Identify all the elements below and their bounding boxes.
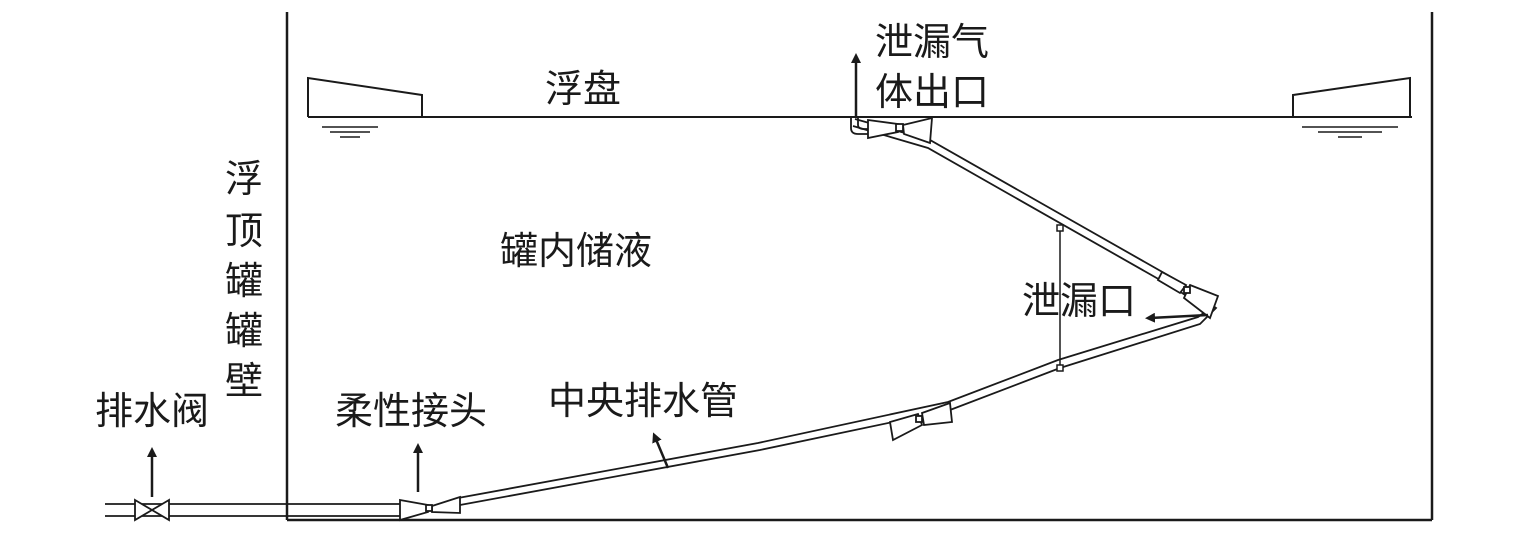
flexible-joint-label: 柔性接头 <box>335 389 487 433</box>
floating-roof <box>307 76 1412 118</box>
tank-wall-char: 浮 <box>225 157 263 201</box>
leak-gas-outlet-label-line2: 体出口 <box>875 70 989 114</box>
left-pontoon <box>307 76 423 117</box>
tank-wall-char: 罐 <box>225 259 263 303</box>
tank-wall-char: 壁 <box>225 359 263 403</box>
floating-roof-label: 浮盘 <box>545 67 621 111</box>
drain-valve-label: 排水阀 <box>95 389 209 433</box>
liquid-level-right <box>1302 126 1398 138</box>
flexible-joint-bottom <box>399 495 461 522</box>
flexible-joints <box>399 116 1220 522</box>
drain-valve-symbol <box>134 498 170 522</box>
leak-point-label: 泄漏口 <box>1022 279 1136 323</box>
center-drain-pipe <box>105 117 1218 517</box>
flexible-joint-upper-right <box>1156 270 1220 320</box>
right-pontoon <box>1292 76 1411 117</box>
center-drain-pipe-label: 中央排水管 <box>548 379 738 423</box>
leak-point-arrow <box>1145 312 1209 323</box>
flexible-joint-middle <box>888 401 953 442</box>
tank-wall-char: 顶 <box>225 209 263 253</box>
tank-body <box>285 12 1434 522</box>
arrows <box>147 53 1209 497</box>
liquid-level-left <box>322 126 378 138</box>
center-drain-pipe-arrow <box>652 432 670 469</box>
flexible-joint-top <box>867 116 933 145</box>
gas-outlet-elbow <box>850 117 870 135</box>
leak-dimension-line <box>1056 224 1064 372</box>
tank-wall-char: 罐 <box>225 309 263 353</box>
leak-gas-outlet-label-line1: 泄漏气 <box>875 20 989 64</box>
tank-liquid-label: 罐内储液 <box>500 229 652 273</box>
tank-wall-label: 浮 顶 罐 罐 壁 <box>225 157 263 403</box>
